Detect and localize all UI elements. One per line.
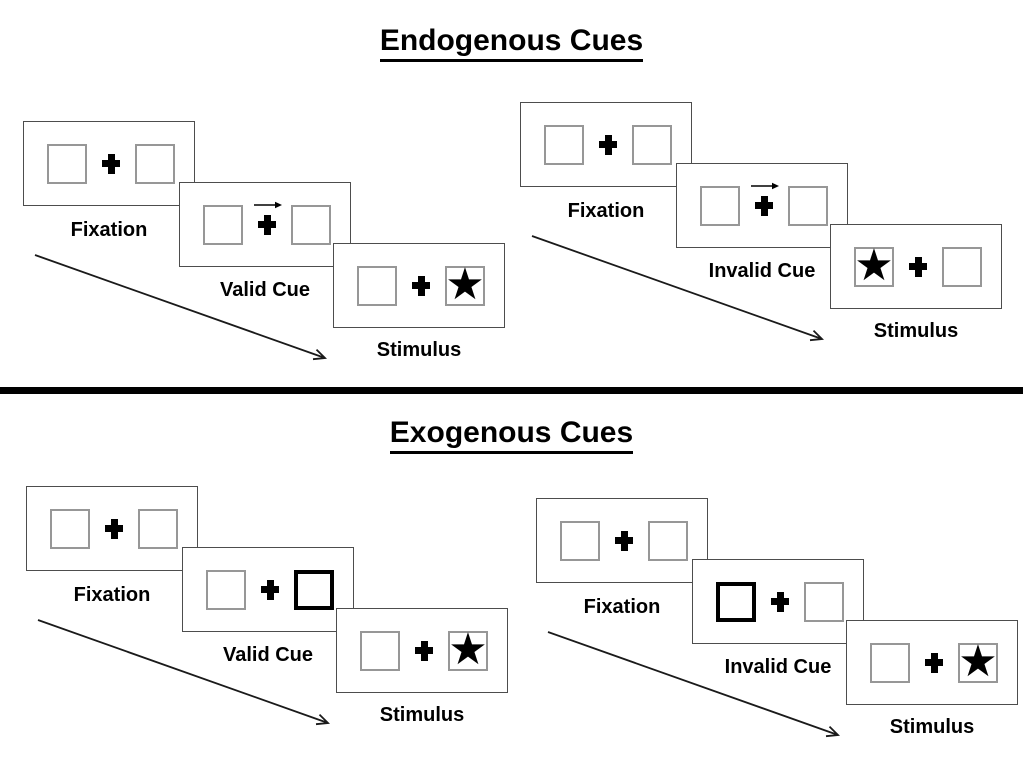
trial-sequence-exogenous-valid: Fixation Valid Cue ★ Stimulus	[26, 486, 518, 754]
right-box: ★	[445, 258, 485, 310]
right-box	[942, 246, 982, 287]
trial-sequence-endogenous-valid: Fixation Valid Cue ★ Stimulus	[23, 121, 515, 389]
stimulus-label: Stimulus	[376, 339, 462, 361]
endogenous-section-title: Endogenous Cues	[0, 24, 1023, 62]
fixation-cross-icon	[261, 579, 279, 600]
left-box	[544, 124, 584, 165]
right-box	[648, 520, 688, 561]
section-title-text: Exogenous Cues	[389, 416, 634, 454]
stimulus-panel: ★	[333, 243, 505, 328]
right-box	[632, 124, 672, 165]
cue-label: Invalid Cue	[724, 656, 832, 678]
left-box	[357, 265, 397, 306]
stimulus-panel: ★	[846, 620, 1018, 705]
star-stimulus-icon: ★	[958, 635, 998, 687]
right-box: ★	[958, 635, 998, 687]
left-box	[203, 204, 243, 245]
highlighted-left-box	[716, 581, 756, 622]
fixation-cross-icon	[258, 214, 276, 235]
star-stimulus-icon: ★	[448, 623, 488, 675]
cue-panel	[692, 559, 864, 644]
fixation-cross-icon	[771, 591, 789, 612]
cue-label: Valid Cue	[219, 279, 311, 301]
star-stimulus-icon: ★	[445, 258, 485, 310]
right-box	[788, 185, 828, 226]
section-divider	[0, 387, 1023, 394]
fixation-cross-icon	[102, 153, 120, 174]
arrow-right-icon	[254, 201, 282, 208]
cue-panel	[676, 163, 848, 248]
fixation-panel	[520, 102, 692, 187]
right-box	[135, 143, 175, 184]
fixation-panel	[26, 486, 198, 571]
cue-label: Invalid Cue	[708, 260, 816, 282]
left-box	[206, 569, 246, 610]
trial-sequence-endogenous-invalid: Fixation Invalid Cue ★ Stimulus	[520, 102, 1012, 370]
trial-sequence-exogenous-invalid: Fixation Invalid Cue ★ Stimulus	[536, 498, 1023, 766]
arrow-right-icon	[751, 182, 779, 189]
time-sequence-arrow-icon	[34, 254, 327, 361]
fixation-panel	[536, 498, 708, 583]
right-box: ★	[448, 623, 488, 675]
left-box	[560, 520, 600, 561]
fixation-cross-icon	[412, 275, 430, 296]
left-box	[360, 630, 400, 671]
stimulus-label: Stimulus	[379, 704, 465, 726]
section-title-text: Endogenous Cues	[379, 24, 644, 62]
left-box	[870, 642, 910, 683]
fixation-cross-icon	[599, 134, 617, 155]
right-box	[138, 508, 178, 549]
stimulus-label: Stimulus	[889, 716, 975, 738]
stimulus-panel: ★	[336, 608, 508, 693]
right-box	[291, 204, 331, 245]
cue-panel	[182, 547, 354, 632]
highlighted-right-box	[294, 569, 334, 610]
fixation-label: Fixation	[583, 596, 661, 618]
time-sequence-arrow-icon	[531, 235, 824, 342]
left-box: ★	[854, 239, 894, 291]
fixation-panel	[23, 121, 195, 206]
exogenous-section-title: Exogenous Cues	[0, 416, 1023, 454]
cue-panel	[179, 182, 351, 267]
left-box	[50, 508, 90, 549]
stimulus-label: Stimulus	[873, 320, 959, 342]
fixation-cross-icon	[615, 530, 633, 551]
fixation-label: Fixation	[70, 219, 148, 241]
cue-label: Valid Cue	[222, 644, 314, 666]
fixation-cross-icon	[925, 652, 943, 673]
left-box	[47, 143, 87, 184]
time-sequence-arrow-icon	[37, 619, 330, 726]
stimulus-panel: ★	[830, 224, 1002, 309]
fixation-label: Fixation	[73, 584, 151, 606]
time-sequence-arrow-icon	[547, 631, 840, 738]
fixation-cross-icon	[909, 256, 927, 277]
right-box	[804, 581, 844, 622]
fixation-cross-icon	[105, 518, 123, 539]
fixation-cross-icon	[415, 640, 433, 661]
left-box	[700, 185, 740, 226]
star-stimulus-icon: ★	[854, 239, 894, 291]
fixation-cross-icon	[755, 195, 773, 216]
fixation-label: Fixation	[567, 200, 645, 222]
